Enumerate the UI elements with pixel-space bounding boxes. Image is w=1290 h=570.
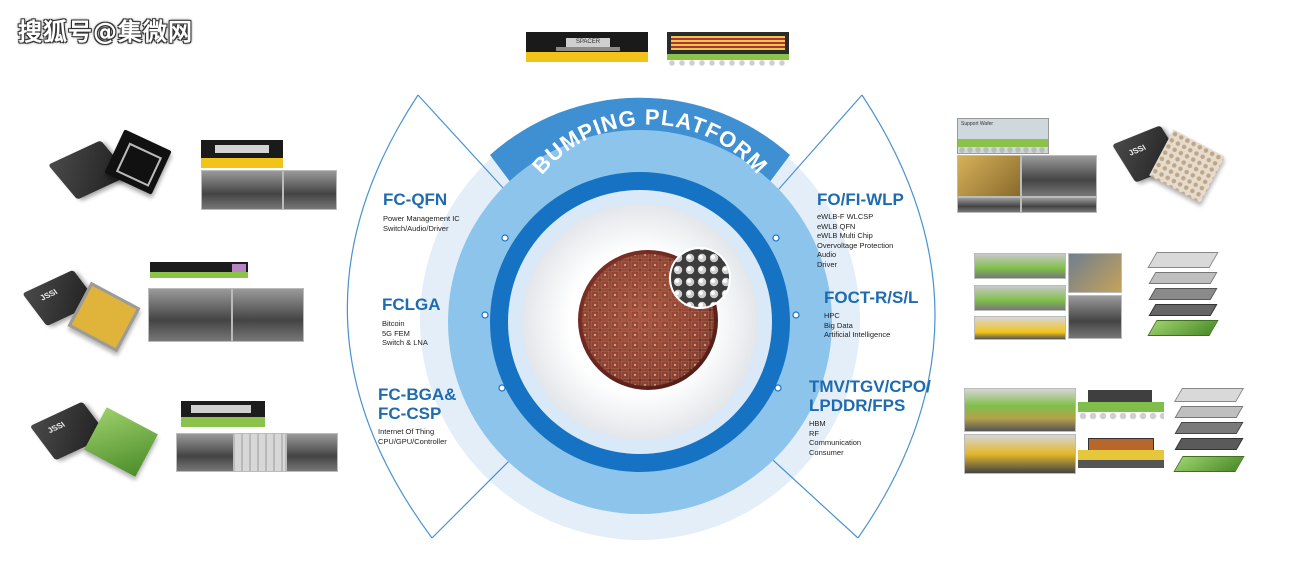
segment-foct: FOCT-R/S/L HPC Big Data Artificial Intel… <box>824 288 918 340</box>
segment-app: eWLB Multi Chip <box>817 231 873 240</box>
tmv-crosssection-2 <box>1078 432 1164 468</box>
segment-fc-qfn: FC-QFN Power Management IC Switch/Audio/… <box>383 190 460 233</box>
lga-crosssection <box>150 262 248 278</box>
segment-app: eWLB QFN <box>817 221 856 231</box>
ring-dots <box>481 234 800 392</box>
bga-sem-1 <box>176 433 234 472</box>
spacer-label: SPACER <box>566 38 610 47</box>
chip-logo-text: JSSI <box>45 420 67 435</box>
segment-app: CPU/GPU/Controller <box>378 436 447 446</box>
segment-app: HBM <box>809 419 826 428</box>
foct-photo-1 <box>1068 253 1122 293</box>
tmv-exploded-stack <box>1170 384 1250 476</box>
wlp-sem-1 <box>957 155 1021 197</box>
tmv-sem-2 <box>964 434 1076 474</box>
wlp-support-wafer: Support Wafer <box>957 118 1049 154</box>
segment-fo-fi-wlp: FO/FI-WLP eWLB-F WLCSP eWLB QFN eWLB Mul… <box>817 190 904 269</box>
segment-title-line: FC-BGA& <box>378 385 457 404</box>
segment-app: RF <box>809 428 819 438</box>
thumb-label: Support Wafer <box>961 121 994 127</box>
segment-fc-bga-csp: FC-BGA& FC-CSP Internet Of Thing CPU/GPU… <box>378 385 456 446</box>
lga-sem-2 <box>232 288 304 342</box>
wlp-sem-3 <box>957 197 1021 213</box>
bga-crosssection <box>181 401 265 427</box>
segment-app: HPC <box>824 311 840 320</box>
segment-app: Communication <box>809 438 862 447</box>
segment-app: Audio <box>817 250 837 259</box>
segment-title-line: LPDDR/FPS <box>809 396 906 415</box>
segment-app: Artificial Intelligence <box>824 330 891 339</box>
bga-sem-3 <box>286 433 338 472</box>
segment-app: eWLB-F WLCSP <box>817 212 874 221</box>
segment-title: FCLGA <box>382 295 441 314</box>
package-stack-image <box>667 32 789 66</box>
segment-title-line: TMV/TGV/CPO/ <box>809 377 931 396</box>
qfn-sem-1 <box>201 170 283 210</box>
segment-app: Power Management IC <box>383 214 460 223</box>
tmv-sem-1 <box>964 388 1076 432</box>
package-crosssection-image: SPACER <box>526 32 648 62</box>
chip-logo-text: JSSI <box>1126 143 1148 158</box>
segment-title: FOCT-R/S/L <box>824 288 919 307</box>
segment-app: Big Data <box>824 320 853 330</box>
wlp-sem-4 <box>1021 197 1097 213</box>
segment-tmv: TMV/TGV/CPO/ LPDDR/FPS HBM RF Communicat… <box>809 377 931 457</box>
qfn-sem-2 <box>283 170 337 210</box>
segment-app: Driver <box>817 259 837 269</box>
foct-exploded-stack <box>1146 250 1222 340</box>
segment-title-line: FC-CSP <box>378 404 442 423</box>
wafer-zoom <box>669 247 731 309</box>
foct-sem-3 <box>974 316 1066 340</box>
segment-app: 5G FEM <box>382 328 410 338</box>
segment-app: Switch & LNA <box>382 338 428 347</box>
segment-app: Switch/Audio/Driver <box>383 223 449 233</box>
bga-sem-2 <box>234 433 286 472</box>
segment-app: Internet Of Thing <box>378 427 435 436</box>
wlp-sem-2 <box>1021 155 1097 197</box>
lga-sem-1 <box>148 288 232 342</box>
foct-sem-2 <box>974 285 1066 311</box>
segment-app: Consumer <box>809 447 844 457</box>
segment-arcs <box>346 94 936 539</box>
segment-app: Bitcoin <box>382 319 405 328</box>
tmv-crosssection-1 <box>1078 386 1164 420</box>
chip-logo-text: JSSI <box>38 287 60 303</box>
segment-title: FC-QFN <box>383 190 448 209</box>
foct-photo-2 <box>1068 295 1122 339</box>
foct-sem-1 <box>974 253 1066 279</box>
qfn-crosssection <box>201 140 283 168</box>
watermark: 搜狐号@集微网 <box>18 18 193 46</box>
segment-fclga: FCLGA Bitcoin 5G FEM Switch & LNA <box>382 295 441 348</box>
segment-app: Overvoltage Protection <box>817 240 894 250</box>
segment-title: FO/FI-WLP <box>817 190 904 209</box>
